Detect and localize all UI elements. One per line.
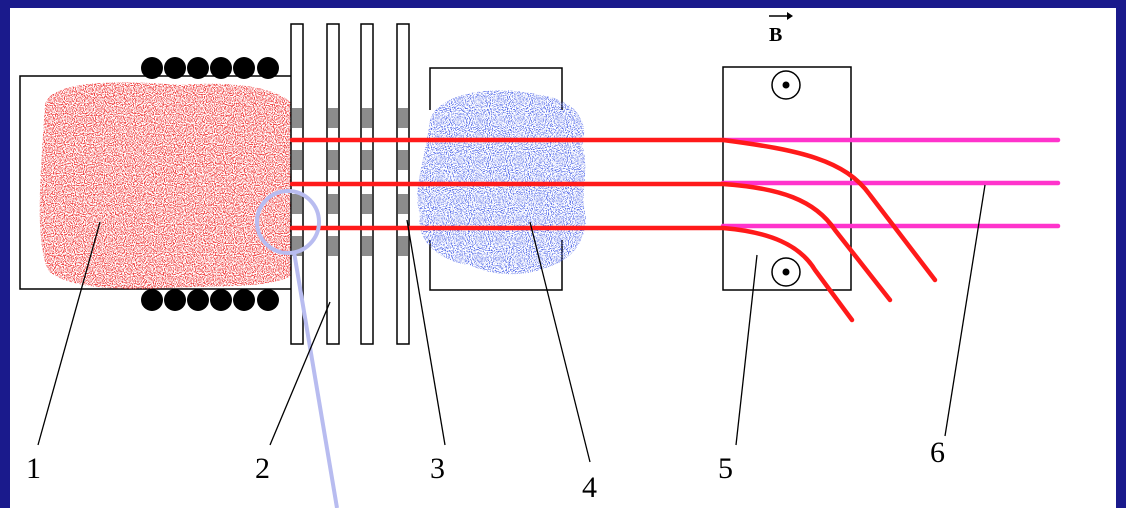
label-source: 1	[26, 452, 41, 485]
label-grids: 2	[255, 452, 270, 485]
deflection-magnet	[722, 66, 852, 291]
neutral-beams	[720, 137, 1061, 229]
highlight-marker	[255, 189, 339, 508]
label-magnet: 5	[718, 452, 733, 485]
label-beams: 6	[930, 436, 945, 469]
leader-lines	[37, 184, 986, 463]
field-vector-arrow-icon	[769, 12, 793, 20]
source-plasma	[39, 82, 300, 290]
label-gap: 3	[430, 452, 445, 485]
ion-beams	[289, 137, 938, 323]
field-dot-icon	[771, 70, 801, 287]
label-neutralizer: 4	[582, 471, 597, 504]
field-symbol: B	[769, 24, 782, 46]
neutralizer-chamber	[429, 67, 563, 291]
magnet-coil-icon	[141, 57, 279, 311]
